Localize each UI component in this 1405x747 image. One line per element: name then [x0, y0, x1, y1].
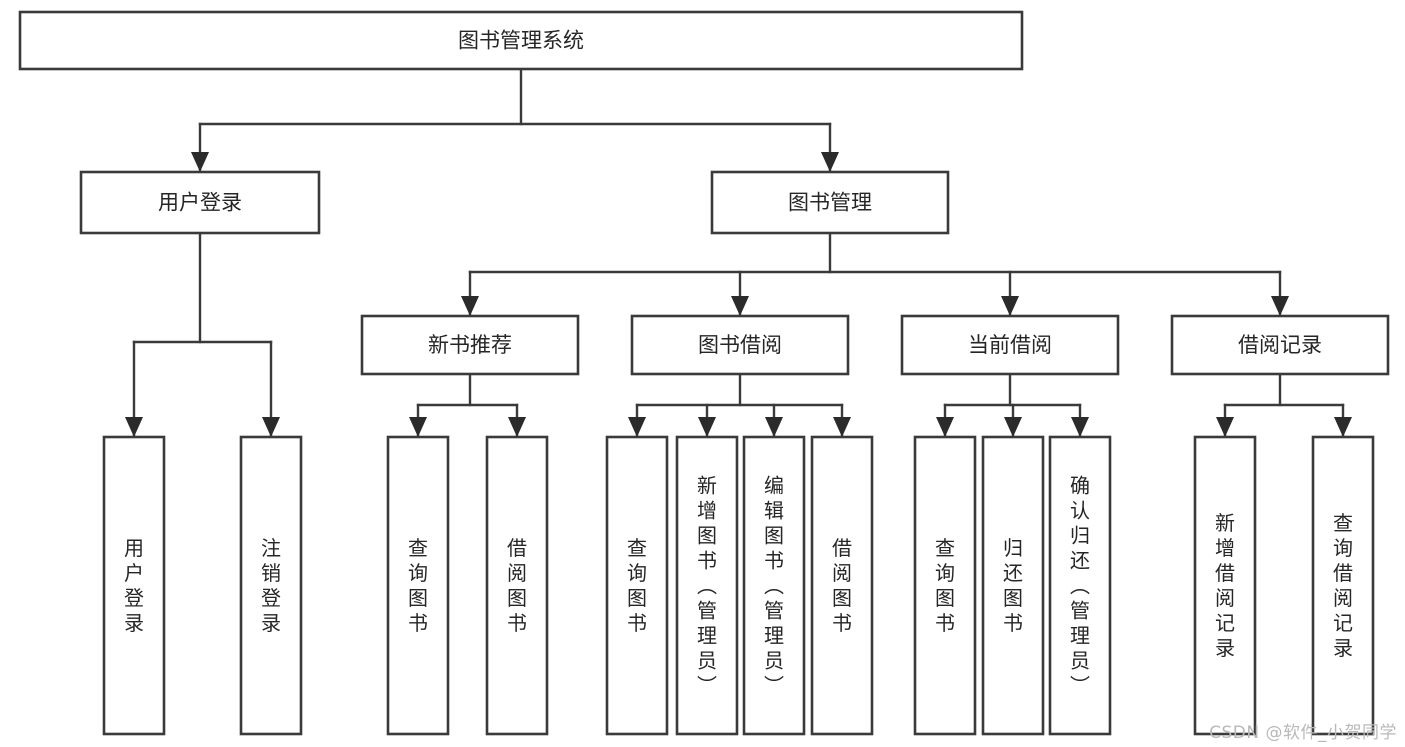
node-box-leaf-query-book-rec [386, 435, 450, 736]
node-box-leaf-query-book-cur [913, 435, 977, 736]
node-box-leaf-edit-book-admin [742, 435, 806, 736]
nodes-layer: 图书管理系统用户登录图书管理新书推荐图书借阅当前借阅借阅记录用户登录注销登录查询… [18, 10, 1390, 736]
node-box-book-manage [710, 170, 950, 235]
node-box-new-book-recommend [360, 314, 580, 376]
node-leaf-user-logout[interactable]: 注销登录 [239, 435, 303, 736]
node-borrow-record[interactable]: 借阅记录 [1170, 314, 1390, 376]
node-leaf-return-book[interactable]: 归还图书 [981, 435, 1045, 736]
node-box-leaf-add-record [1193, 435, 1257, 736]
arrow-to-leaf-query-record [1334, 417, 1352, 437]
node-label-leaf-query-book-rec: 查询图书 [408, 536, 428, 635]
node-leaf-add-record[interactable]: 新增借阅记录 [1193, 435, 1257, 736]
arrow-to-leaf-query-book-bor [628, 417, 646, 437]
node-box-leaf-add-book-admin [675, 435, 739, 736]
arrow-to-leaf-add-book-admin [698, 417, 716, 437]
node-leaf-query-book-bor[interactable]: 查询图书 [605, 435, 669, 736]
node-new-book-recommend[interactable]: 新书推荐 [360, 314, 580, 376]
node-box-borrow-record [1170, 314, 1390, 376]
node-label-user-login: 用户登录 [158, 191, 242, 215]
node-box-leaf-borrow-book-rec [485, 435, 549, 736]
node-leaf-add-book-admin[interactable]: 新增图书︵管理员︶ [675, 435, 739, 736]
node-label-book-manage: 图书管理 [788, 191, 872, 215]
node-label-leaf-query-book-bor: 查询图书 [627, 536, 647, 635]
node-label-leaf-query-book-cur: 查询图书 [935, 536, 955, 635]
node-label-leaf-confirm-return-admin: 确认归还︵管理员︶ [1070, 474, 1090, 698]
arrow-to-borrow-record [1271, 296, 1289, 316]
arrow-to-book-manage [821, 152, 839, 172]
node-box-leaf-confirm-return-admin [1048, 435, 1112, 736]
node-current-borrow[interactable]: 当前借阅 [900, 314, 1120, 376]
arrow-to-leaf-confirm-return-admin [1071, 417, 1089, 437]
node-leaf-edit-book-admin[interactable]: 编辑图书︵管理员︶ [742, 435, 806, 736]
node-box-leaf-return-book [981, 435, 1045, 736]
watermark-label: CSDN @软件_小贺同学 [1209, 723, 1397, 743]
arrow-to-book-borrow [731, 296, 749, 316]
node-label-root: 图书管理系统 [458, 29, 584, 53]
node-box-root [18, 10, 1024, 71]
arrow-to-leaf-borrow-book-bor [833, 417, 851, 437]
node-leaf-borrow-book-rec[interactable]: 借阅图书 [485, 435, 549, 736]
node-leaf-confirm-return-admin[interactable]: 确认归还︵管理员︶ [1048, 435, 1112, 736]
node-book-manage[interactable]: 图书管理 [710, 170, 950, 235]
arrow-to-new-book-recommend [461, 296, 479, 316]
node-box-user-login [79, 170, 321, 235]
node-box-current-borrow [900, 314, 1120, 376]
node-user-login[interactable]: 用户登录 [79, 170, 321, 235]
node-leaf-query-record[interactable]: 查询借阅记录 [1311, 435, 1375, 736]
arrow-to-leaf-user-logout [262, 417, 280, 437]
node-box-book-borrow [630, 314, 850, 376]
node-box-leaf-query-record [1311, 435, 1375, 736]
arrow-to-leaf-user-login [125, 417, 143, 437]
node-label-leaf-user-login: 用户登录 [124, 536, 144, 635]
arrow-to-leaf-query-book-rec [409, 417, 427, 437]
arrow-to-current-borrow [1001, 296, 1019, 316]
connectors-layer [125, 67, 1352, 437]
node-leaf-borrow-book-bor[interactable]: 借阅图书 [810, 435, 874, 736]
node-leaf-query-book-rec[interactable]: 查询图书 [386, 435, 450, 736]
arrow-to-user-login [191, 152, 209, 172]
arrow-to-leaf-add-record [1216, 417, 1234, 437]
node-label-new-book-recommend: 新书推荐 [428, 333, 512, 357]
node-leaf-query-book-cur[interactable]: 查询图书 [913, 435, 977, 736]
node-label-leaf-borrow-book-rec: 借阅图书 [507, 536, 527, 635]
node-label-leaf-add-record: 新增借阅记录 [1215, 511, 1235, 660]
node-label-borrow-record: 借阅记录 [1238, 333, 1322, 357]
node-label-leaf-edit-book-admin: 编辑图书︵管理员︶ [764, 474, 784, 698]
node-label-leaf-borrow-book-bor: 借阅图书 [832, 536, 852, 635]
node-label-leaf-query-record: 查询借阅记录 [1333, 511, 1353, 660]
node-book-borrow[interactable]: 图书借阅 [630, 314, 850, 376]
arrow-to-leaf-edit-book-admin [765, 417, 783, 437]
arrow-to-leaf-query-book-cur [936, 417, 954, 437]
node-label-leaf-return-book: 归还图书 [1003, 536, 1023, 635]
node-box-leaf-query-book-bor [605, 435, 669, 736]
node-label-book-borrow: 图书借阅 [698, 333, 782, 357]
arrow-to-leaf-borrow-book-rec [508, 417, 526, 437]
node-root[interactable]: 图书管理系统 [18, 10, 1024, 71]
node-box-leaf-user-login [102, 435, 166, 736]
node-label-leaf-add-book-admin: 新增图书︵管理员︶ [697, 474, 717, 698]
node-box-leaf-user-logout [239, 435, 303, 736]
arrow-to-leaf-return-book [1004, 417, 1022, 437]
node-label-leaf-user-logout: 注销登录 [261, 536, 281, 635]
node-label-current-borrow: 当前借阅 [968, 333, 1052, 357]
node-box-leaf-borrow-book-bor [810, 435, 874, 736]
node-leaf-user-login[interactable]: 用户登录 [102, 435, 166, 736]
